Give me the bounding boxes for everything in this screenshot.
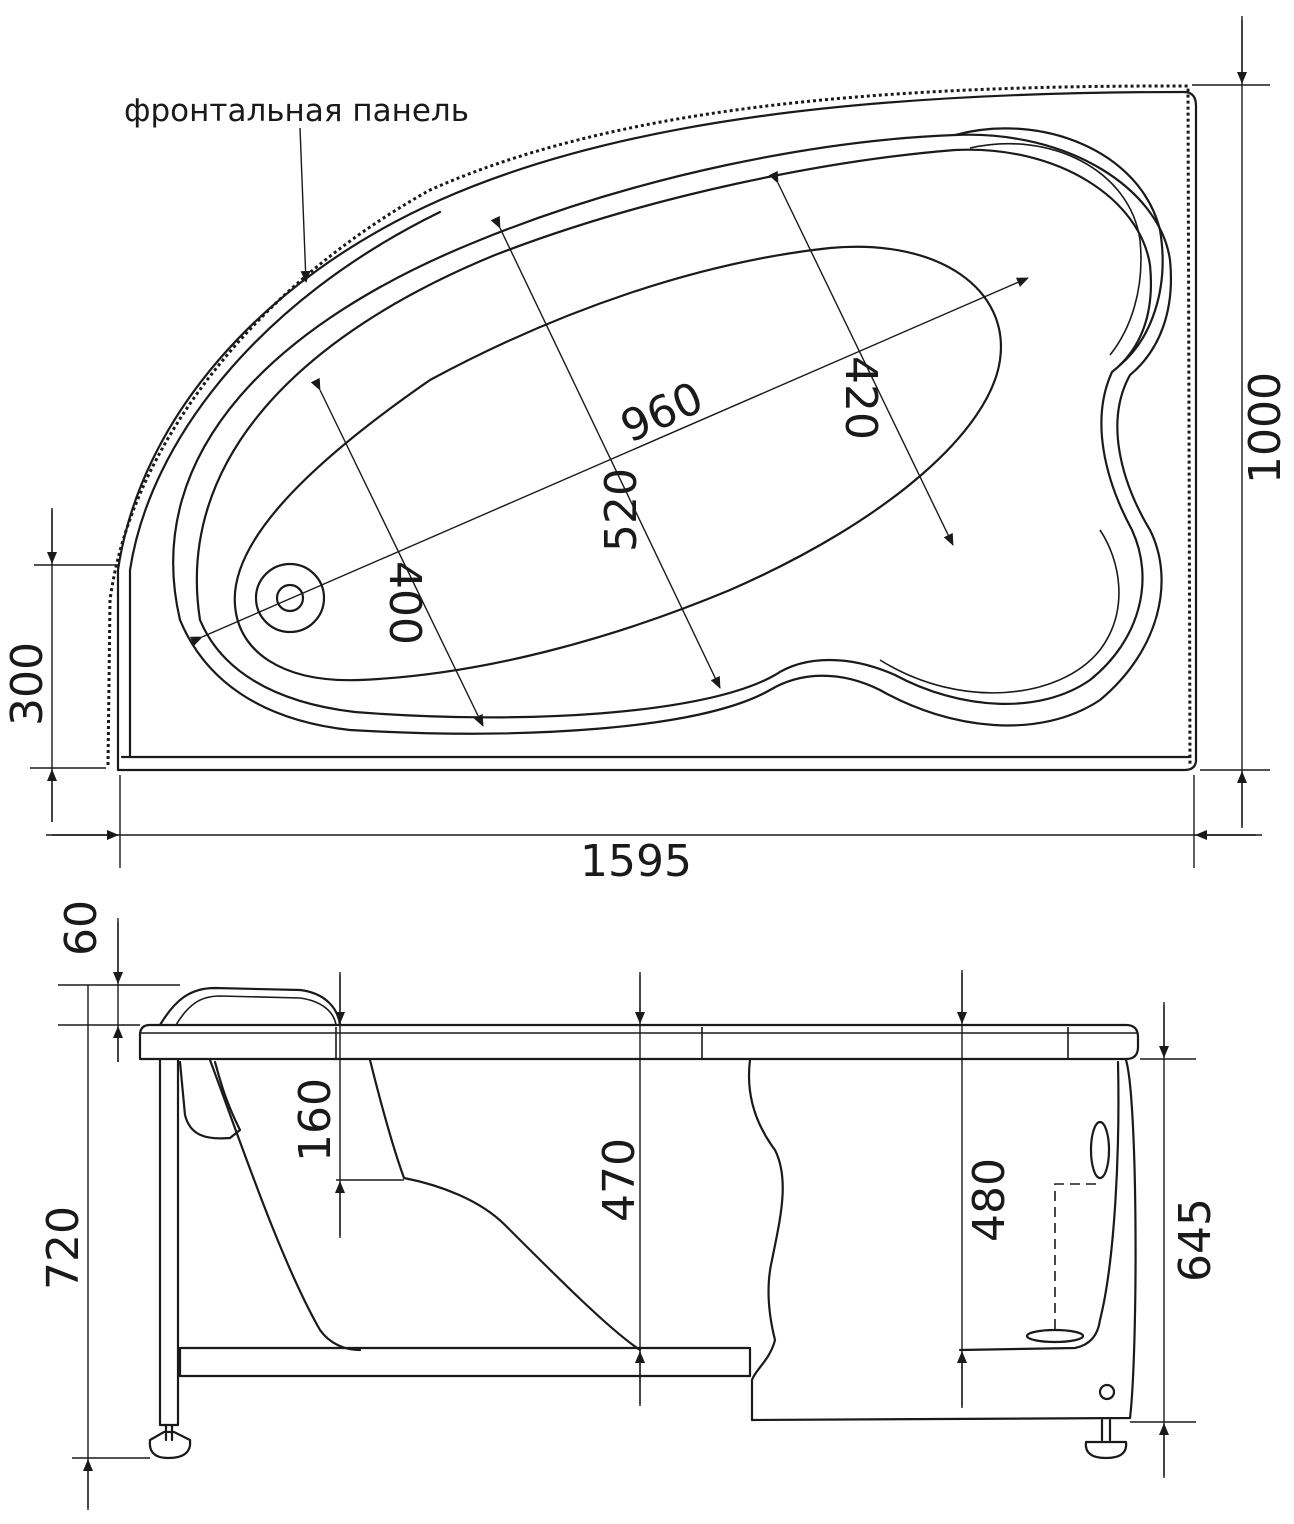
top-view: 960 520 420 400 фронтальная панель 1595 … xyxy=(2,16,1291,887)
label-width-foot: 400 xyxy=(379,561,430,645)
left-leg xyxy=(158,1058,180,1427)
label-depth-mid: 470 xyxy=(594,1138,645,1222)
label-short-side: 300 xyxy=(2,642,53,726)
tub-bottom xyxy=(233,245,1003,682)
side-drain xyxy=(1025,1328,1085,1344)
right-inner-wall xyxy=(958,1060,1120,1352)
armrest xyxy=(879,529,1120,694)
label-width-total: 1595 xyxy=(580,836,692,887)
bowl-rim xyxy=(172,133,1172,735)
label-rim-height: 60 xyxy=(56,900,107,956)
service-hole xyxy=(1098,1383,1116,1401)
label-body-height: 645 xyxy=(1170,1198,1221,1282)
dim-line-width-head xyxy=(768,170,954,546)
front-panel-leader xyxy=(299,127,311,283)
overflow xyxy=(1089,1120,1111,1180)
seat-shape xyxy=(178,1060,242,1140)
dim-line-width-foot xyxy=(310,377,484,727)
label-overall-height: 720 xyxy=(38,1206,89,1290)
front-panel-outline xyxy=(106,84,1192,766)
bowl-profile-outer xyxy=(208,1058,362,1352)
headrest-inner xyxy=(969,143,1142,356)
dim-line-length xyxy=(189,277,1029,646)
side-headrest xyxy=(158,986,342,1027)
frame-bar xyxy=(178,1346,752,1378)
headrest xyxy=(953,127,1164,367)
left-foot xyxy=(148,1430,192,1460)
side-headrest-inner xyxy=(175,995,337,1026)
right-body xyxy=(750,1058,1137,1422)
dim-line-width-mid xyxy=(490,215,721,689)
label-width-head: 420 xyxy=(835,356,886,440)
label-inner-length: 960 xyxy=(613,372,710,453)
label-seat-depth: 160 xyxy=(290,1078,341,1162)
label-depth-total: 1000 xyxy=(1240,372,1291,484)
side-view: 60 720 160 470 480 645 xyxy=(38,900,1221,1510)
right-foot xyxy=(1084,1440,1128,1460)
cutaway-edge xyxy=(747,1058,784,1422)
label-width-mid: 520 xyxy=(596,468,647,552)
bowl-profile-back xyxy=(368,1058,642,1352)
label-front-panel: фронтальная панель xyxy=(124,93,469,129)
label-depth-head: 480 xyxy=(964,1158,1015,1242)
drain-pipe xyxy=(1054,1183,1096,1330)
rim-slab xyxy=(138,1023,1140,1061)
